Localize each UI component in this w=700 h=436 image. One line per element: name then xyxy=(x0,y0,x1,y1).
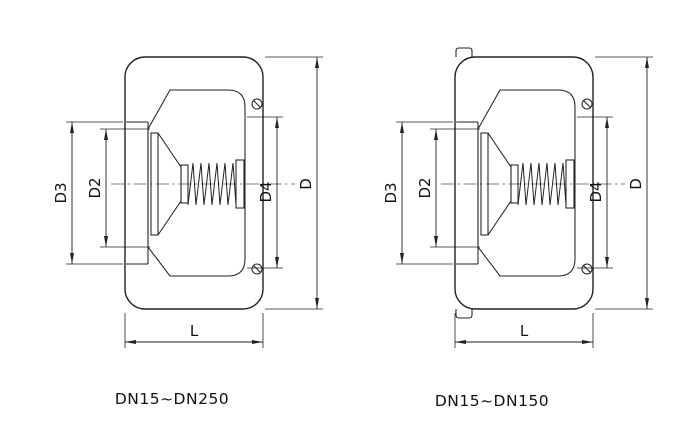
caption-right-range: DN15~DN150 xyxy=(435,392,549,410)
dim-label-d4: D4 xyxy=(257,181,275,202)
dim-label-d4: D4 xyxy=(587,181,605,202)
dim-label-d3: D3 xyxy=(52,182,70,203)
dim-label-l: L xyxy=(190,322,199,340)
valve-drawing-left: D3 D2 D4 D L DN15~DN250 xyxy=(52,56,323,408)
dim-label-d2: D2 xyxy=(86,177,104,198)
mounting-lugs xyxy=(455,47,473,319)
dim-label-l: L xyxy=(520,322,529,340)
dim-label-d: D xyxy=(627,178,645,190)
caption-left-range: DN15~DN250 xyxy=(115,390,229,408)
valve-drawing-right: D3 D2 D4 D L DN15~DN150 xyxy=(382,47,653,410)
dim-label-d: D xyxy=(297,178,315,190)
dim-label-d3: D3 xyxy=(382,182,400,203)
dim-label-d2: D2 xyxy=(416,177,434,198)
